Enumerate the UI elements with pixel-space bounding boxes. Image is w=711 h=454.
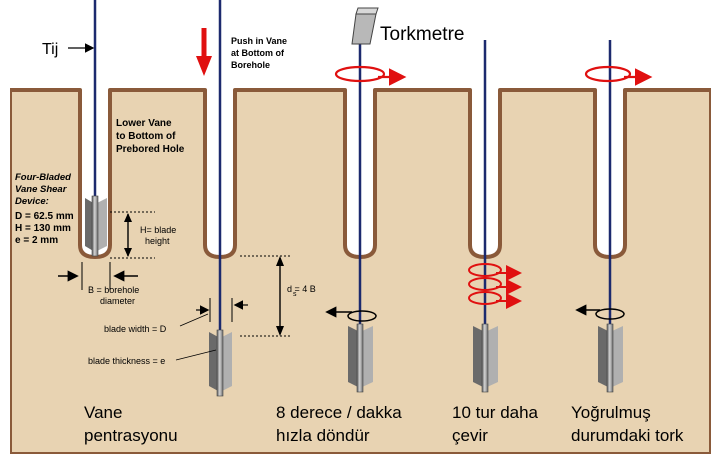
borehole-line1: B = borehole xyxy=(88,285,139,295)
push-line3: Borehole xyxy=(231,60,270,70)
tij-label: Tij xyxy=(42,41,58,58)
vane-blade-push xyxy=(209,329,232,397)
blade-width-label: blade width = D xyxy=(104,324,167,334)
caption-step3-line1: 10 tur daha xyxy=(452,403,539,422)
ds-arrow-bottom xyxy=(276,326,284,336)
device-line1: Four-Bladed xyxy=(15,172,71,183)
push-line2: at Bottom of xyxy=(231,48,285,58)
caption-step1-line1: Vane xyxy=(84,403,122,422)
push-line1: Push in Vane xyxy=(231,36,287,46)
caption-step2-line2: hızla döndür xyxy=(276,426,370,445)
rotation-top-step2 xyxy=(334,65,386,83)
rotation-bottom-step2 xyxy=(347,310,377,322)
device-line2: Vane Shear xyxy=(15,184,68,195)
blade-thickness-leader xyxy=(175,349,217,361)
vane-blade-step4 xyxy=(598,323,623,393)
h-blade-line1: H= blade xyxy=(140,225,176,235)
ds-arrow-top xyxy=(276,256,284,266)
device-e: e = 2 mm xyxy=(15,235,58,246)
lower-vane-line1: Lower Vane xyxy=(116,118,172,129)
left-border xyxy=(0,0,10,454)
rotation-bottom-step4 xyxy=(595,308,625,320)
torkmetre-icon xyxy=(351,7,379,45)
rotation-3-step3 xyxy=(468,291,502,305)
lower-vane-line3: Prebored Hole xyxy=(116,144,185,155)
rotation-1-step3 xyxy=(468,263,502,277)
device-d: D = 62.5 mm xyxy=(15,211,74,222)
torkmetre-label: Torkmetre xyxy=(380,24,464,45)
caption-step2-line1: 8 derece / dakka xyxy=(276,403,402,422)
blade-height-arrow-top xyxy=(124,213,132,222)
caption-step4-line1: Yoğrulmuş xyxy=(571,403,651,422)
rotation-2-step3 xyxy=(468,277,502,291)
vane-blade-step3 xyxy=(473,323,498,393)
caption-step3-line2: çevir xyxy=(452,426,488,445)
push-arrow-head xyxy=(196,56,212,76)
rotation-top-step4 xyxy=(584,65,632,83)
blade-height-arrow-bottom xyxy=(124,248,132,257)
ds-label: d = 4 B xyxy=(287,284,316,294)
caption-step4-line2: durumdaki tork xyxy=(571,426,684,445)
borehole-line2: diameter xyxy=(100,296,135,306)
blade-width-leader xyxy=(179,313,209,327)
device-line3: Device: xyxy=(15,196,49,207)
ds-subscript: s xyxy=(293,291,297,298)
device-h: H = 130 mm xyxy=(15,223,71,234)
vane-blade-step2 xyxy=(348,323,373,393)
blade-thickness-label: blade thickness = e xyxy=(88,356,165,366)
h-blade-line2: height xyxy=(145,236,170,246)
caption-step1-line2: pentrasyonu xyxy=(84,426,178,445)
vane-blade-step1 xyxy=(85,195,107,257)
lower-vane-line2: to Bottom of xyxy=(116,131,176,142)
